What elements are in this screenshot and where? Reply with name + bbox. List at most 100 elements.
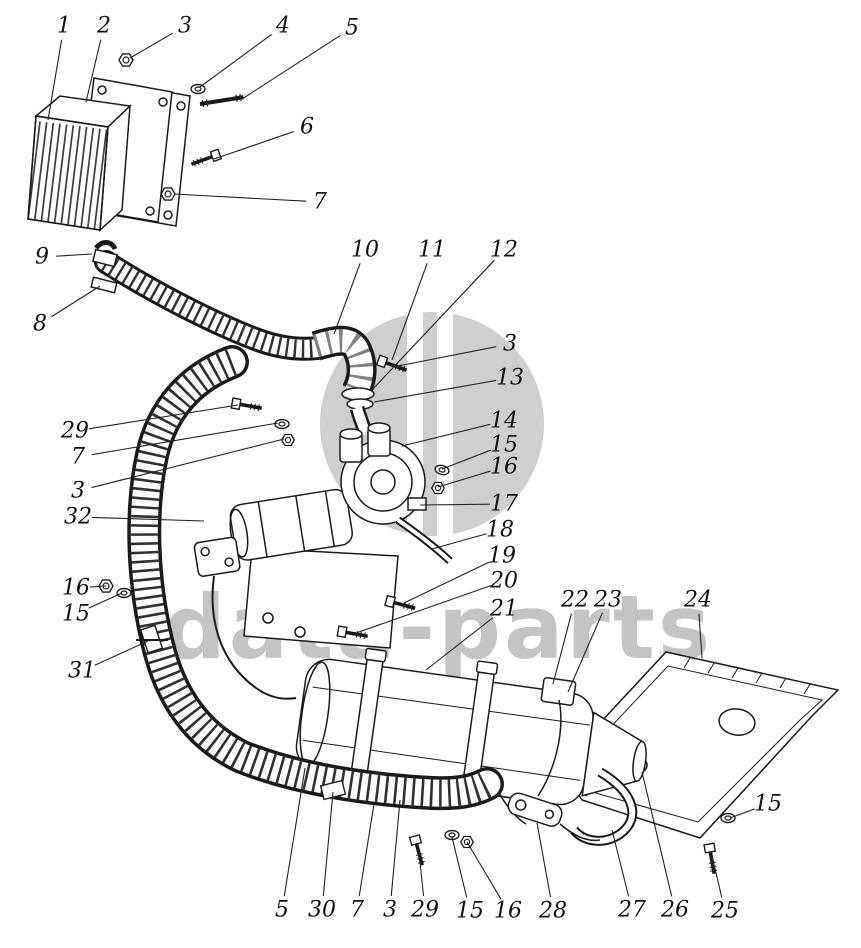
callout-16-bottom: 16 (494, 899, 522, 924)
callout-10: 10 (351, 238, 379, 263)
leader-line-4 (199, 33, 273, 88)
callout-15-left: 15 (62, 602, 90, 627)
callout-26: 26 (660, 898, 689, 923)
callout-15-mid: 15 (490, 433, 518, 458)
callout-7-top: 7 (313, 190, 327, 215)
pump-assembly (193, 422, 453, 700)
callout-32: 32 (64, 505, 92, 530)
nut-3 (281, 433, 295, 447)
leader-line-9 (55, 253, 93, 257)
callout-13: 13 (496, 366, 524, 391)
leader-line-15-mid (441, 449, 492, 470)
leader-line-16-bottom (466, 841, 502, 900)
callout-18: 18 (486, 518, 514, 543)
callout-31: 31 (68, 659, 96, 684)
elbow-flange (341, 387, 375, 401)
leader-line-3-top (129, 32, 174, 59)
watermark-logo-bar (407, 300, 423, 596)
core-fins (28, 120, 108, 230)
washer-15 (720, 812, 736, 824)
callout-3-right: 3 (503, 332, 517, 357)
callout-3-top: 3 (178, 14, 192, 39)
nut-16 (431, 481, 445, 495)
callout-20: 20 (489, 569, 518, 594)
pump-bracket (243, 547, 399, 649)
leader-line-23 (567, 612, 603, 693)
bolt-6 (187, 147, 224, 171)
hose-inlet-fitting (90, 240, 119, 294)
wire-harness (537, 699, 562, 797)
leader-line-16-mid (437, 470, 491, 488)
leader-line-25 (711, 855, 723, 898)
tray-large-hole (718, 708, 756, 736)
callout-24: 24 (683, 588, 712, 613)
leader-line-27 (611, 829, 630, 897)
corrugated-hose-loop (127, 345, 504, 811)
motor-end-pump (193, 536, 241, 577)
fuel-pump (507, 792, 563, 827)
nut-7 (160, 187, 176, 201)
leader-line-1 (47, 39, 63, 121)
leader-line-14 (401, 423, 491, 447)
leader-line-3-right (397, 346, 497, 367)
leader-line-16-left (89, 585, 107, 588)
callout-19: 19 (488, 544, 516, 569)
leader-line-12 (371, 259, 495, 391)
leader-line-18 (431, 533, 487, 550)
callout-8: 8 (33, 312, 47, 337)
callout-5-bottom: 5 (275, 898, 289, 923)
leader-line-5-top (241, 35, 341, 100)
leader-line-22 (552, 613, 572, 685)
callout-14: 14 (490, 409, 518, 434)
leader-line-5-bottom (283, 767, 306, 897)
heater-unit (295, 647, 647, 846)
callout-23: 23 (593, 588, 622, 613)
callout-4: 4 (275, 14, 290, 39)
leader-line-8 (51, 285, 101, 317)
callout-21: 21 (489, 597, 518, 622)
callout-15-right: 15 (754, 792, 782, 817)
callout-2: 2 (96, 14, 111, 39)
leader-line-7-top (173, 193, 307, 202)
callout-11: 11 (418, 238, 446, 263)
callout-29-bottom: 29 (410, 898, 439, 923)
hose-clamp-8 (90, 276, 118, 294)
bolt-29 (407, 833, 429, 869)
washer-7 (274, 418, 290, 430)
callout-28: 28 (538, 899, 567, 924)
fuel-supply-line (211, 575, 297, 700)
callout-5-top: 5 (345, 16, 359, 41)
callout-7-left: 7 (71, 445, 85, 470)
blower-motor (229, 488, 353, 561)
leader-line-26 (641, 771, 673, 897)
bolt-25 (702, 841, 721, 877)
leader-line-17 (419, 503, 491, 506)
callout-3-left: 3 (71, 479, 85, 504)
callout-29-left: 29 (60, 419, 89, 444)
leader-line-7-left (91, 422, 279, 456)
leader-line-3-left (91, 438, 285, 489)
callout-9: 9 (35, 245, 49, 270)
leader-line-2 (85, 39, 102, 103)
callout-27: 27 (617, 898, 646, 923)
leader-line-15-right (729, 808, 756, 819)
stud-5 (197, 91, 247, 110)
leader-line-15-left (88, 592, 123, 609)
callout-22: 22 (560, 588, 589, 613)
leader-line-30 (322, 791, 334, 897)
leader-line-19 (403, 561, 490, 604)
leader-line-11 (391, 262, 428, 361)
heat-exchanger-assembly (27, 77, 191, 232)
callout-16-left: 16 (62, 576, 90, 601)
leader-line-21 (425, 617, 494, 671)
elbow-duct (311, 325, 377, 437)
leader-line-29-bottom (418, 851, 425, 897)
callout-1: 1 (57, 14, 71, 39)
leader-line-29-left (88, 404, 239, 430)
leader-line-31 (94, 640, 149, 666)
callout-12: 12 (490, 238, 518, 263)
leader-line-15-bottom (451, 836, 468, 898)
callout-15-bottom: 15 (456, 899, 484, 924)
